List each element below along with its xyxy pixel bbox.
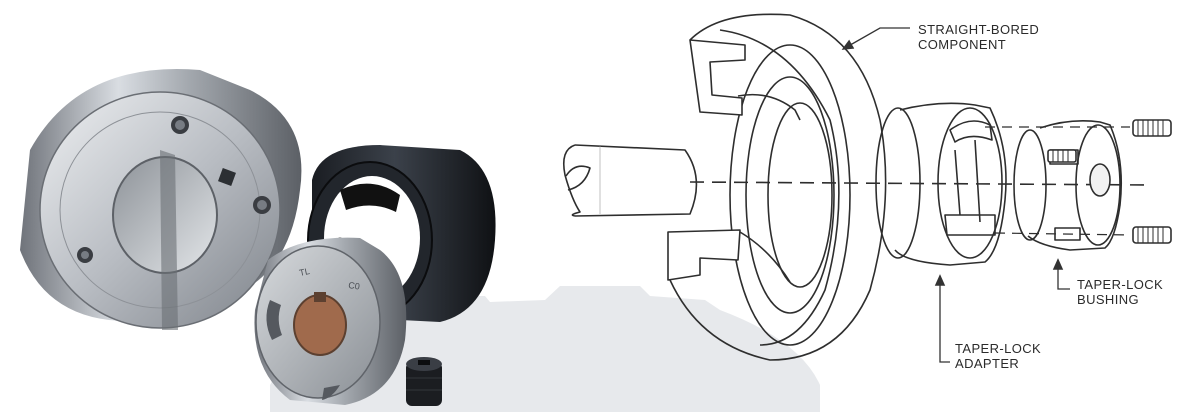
leader-lines xyxy=(845,28,1070,362)
shaft xyxy=(564,145,697,216)
taper-lock-adapter-label: TAPER-LOCK ADAPTER xyxy=(955,341,1041,371)
adapter-face-marking: TL xyxy=(298,266,310,278)
taper-lock-bushing-drawing xyxy=(1014,121,1121,250)
adapter-label-line1: TAPER-LOCK xyxy=(955,341,1041,356)
straight-bored-leader xyxy=(845,28,910,48)
cap-screw-top xyxy=(1133,120,1171,136)
taper-lock-bushing-label: TAPER-LOCK BUSHING xyxy=(1077,277,1163,307)
adapter-label-line2: ADAPTER xyxy=(955,356,1041,371)
cap-screw-mid xyxy=(1048,150,1076,162)
cap-screw-bottom xyxy=(1133,227,1171,243)
bushing-label-line2: BUSHING xyxy=(1077,292,1163,307)
large-steel-hub xyxy=(20,69,301,330)
straight-bored-component-label: STRAIGHT-BORED COMPONENT xyxy=(918,22,1039,52)
bushing-leader xyxy=(1058,262,1070,289)
set-screw xyxy=(406,357,442,406)
straight-bored-label-line1: STRAIGHT-BORED xyxy=(918,22,1039,37)
bushing-face-marking: C0 xyxy=(348,280,361,292)
bushing-label-line1: TAPER-LOCK xyxy=(1077,277,1163,292)
adapter-leader xyxy=(940,278,950,362)
small-steel-bushing: TL C0 xyxy=(254,238,406,405)
straight-bored-label-line2: COMPONENT xyxy=(918,37,1039,52)
